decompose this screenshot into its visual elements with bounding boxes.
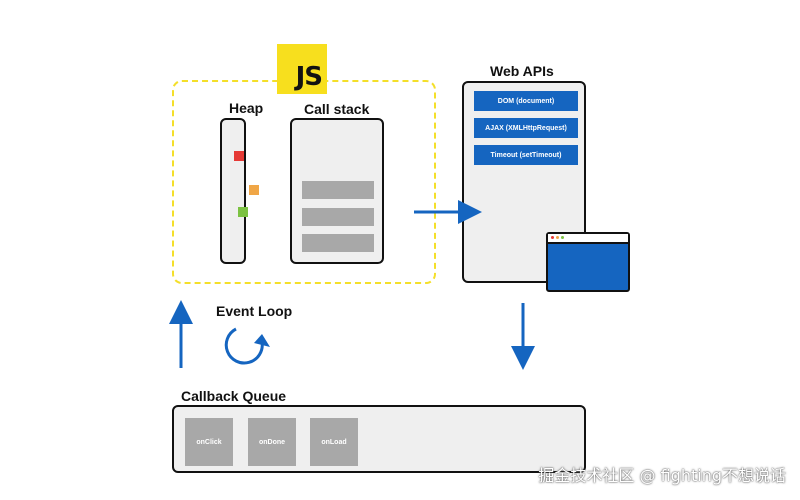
event-loop-icon	[224, 327, 264, 365]
callback-item: onLoad	[310, 418, 358, 466]
api-timeout: Timeout (setTimeout)	[474, 145, 578, 165]
call-stack-panel	[290, 118, 384, 264]
heap-object-green	[238, 207, 248, 217]
heap-object-orange	[249, 185, 259, 195]
call-stack-title: Call stack	[304, 101, 370, 117]
browser-title-bar	[548, 234, 628, 244]
web-apis-panel: DOM (document) AJAX (XMLHttpRequest) Tim…	[462, 81, 586, 283]
event-loop-title: Event Loop	[216, 303, 293, 319]
stack-frame	[302, 208, 374, 226]
js-logo-text: JS	[295, 62, 323, 92]
callback-queue-panel: onClick onDone onLoad	[172, 405, 586, 473]
stack-frame	[302, 181, 374, 199]
heap-object-red	[234, 151, 244, 161]
web-apis-title: Web APIs	[490, 63, 554, 79]
js-logo: JS	[277, 44, 327, 94]
browser-dot-green	[561, 236, 564, 239]
api-dom: DOM (document)	[474, 91, 578, 111]
browser-dot-red	[551, 236, 554, 239]
stack-frame	[302, 234, 374, 252]
event-loop-arrowhead	[254, 334, 270, 347]
watermark: 掘金技术社区 @ fighting不想说话	[538, 466, 786, 485]
api-ajax: AJAX (XMLHttpRequest)	[474, 118, 578, 138]
heap-title: Heap	[229, 100, 264, 116]
callback-item: onDone	[248, 418, 296, 466]
browser-window-icon	[546, 232, 630, 292]
callback-queue-title: Callback Queue	[181, 388, 287, 404]
callback-item: onClick	[185, 418, 233, 466]
heap-panel	[220, 118, 259, 264]
browser-dot-orange	[556, 236, 559, 239]
